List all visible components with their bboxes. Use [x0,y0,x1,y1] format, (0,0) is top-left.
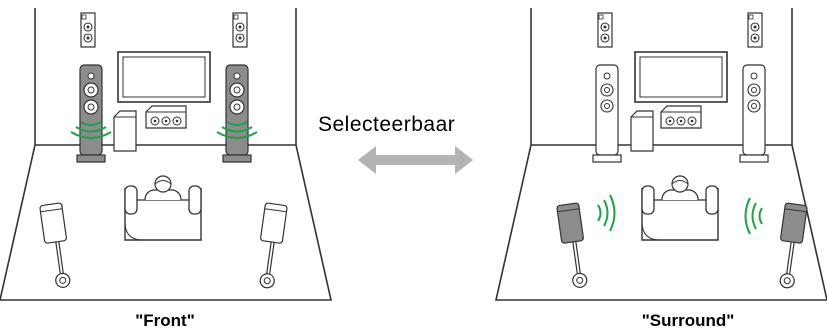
speaker-icon [597,12,613,48]
speaker-icon [76,64,106,163]
speaker-icon [39,202,74,290]
tv-icon [117,51,211,103]
front-caption: "Front" [135,311,195,330]
subwoofer-icon [113,110,137,152]
tv-icon [634,51,728,103]
center-speaker-icon [145,105,187,129]
speaker-icon [253,202,288,290]
sofa-icon [641,175,719,241]
room-icon [0,8,333,301]
speaker-icon [592,64,622,163]
speaker-icon [232,12,248,48]
subwoofer-icon [630,110,654,152]
sound-wave-icon [597,194,616,232]
speaker-icon [739,64,769,163]
room-front [0,8,333,301]
selectable-label: Selecteerbaar [318,113,456,136]
speaker-icon [222,64,252,163]
speaker-icon [747,12,763,48]
room-surround [494,8,827,301]
center-speaker-icon [660,105,702,129]
sound-wave-icon [744,197,763,235]
speaker-icon [773,202,808,290]
speaker-icon [556,202,591,290]
speaker-icon [80,12,96,48]
surround-caption: "Surround" [641,311,735,330]
double-arrow-icon [358,146,473,174]
sofa-icon [124,175,202,241]
